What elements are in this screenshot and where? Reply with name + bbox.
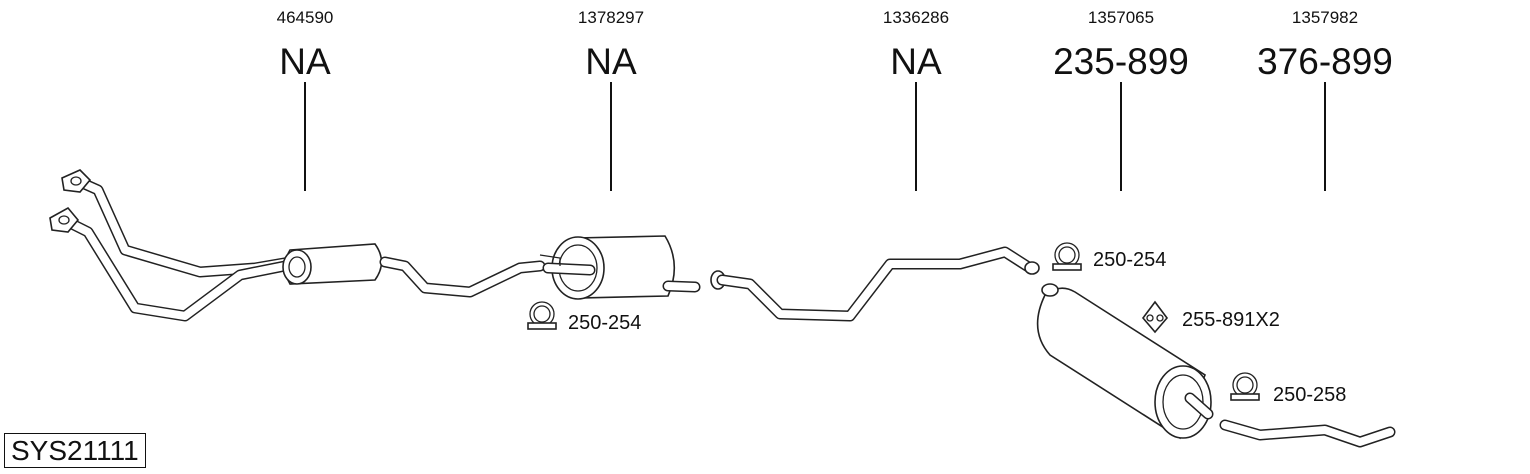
oem-number: 1357982 <box>1292 8 1358 27</box>
rear-silencer-drawing <box>1036 283 1214 440</box>
intermediate-pipe-drawing <box>710 246 1040 322</box>
part-callout-5: 1357982 376-899 <box>1257 8 1393 191</box>
part-code: NA <box>279 41 331 82</box>
part-code: NA <box>585 41 637 82</box>
part-callout-3: 1336286 NA <box>883 8 949 191</box>
accessory-label: 255-891X2 <box>1182 309 1280 331</box>
oem-number: 1378297 <box>578 8 644 27</box>
accessory-label: 250-254 <box>1093 249 1166 271</box>
front-pipe-drawing <box>49 169 546 322</box>
oem-number: 1357065 <box>1088 8 1154 27</box>
rubber-hanger-icon <box>1141 300 1169 334</box>
flange-icon <box>61 169 92 193</box>
front-silencer-drawing <box>539 235 701 300</box>
pipe-clamp-icon <box>527 301 557 330</box>
flange-icon <box>49 206 80 233</box>
part-callout-1: 464590 NA <box>277 8 334 191</box>
accessory-clamp-2: 250-254 <box>527 301 641 334</box>
oem-number: 1336286 <box>883 8 949 27</box>
part-callout-4: 1357065 235-899 <box>1053 8 1189 191</box>
accessory-label: 250-258 <box>1273 384 1346 406</box>
oem-number: 464590 <box>277 8 334 27</box>
part-code: 376-899 <box>1257 41 1393 82</box>
pipe-clamp-icon <box>1230 372 1260 401</box>
system-id-label: SYS21111 <box>4 433 146 468</box>
part-code: NA <box>890 41 942 82</box>
pipe-clamp-icon <box>1052 242 1082 271</box>
accessory-clamp-3: 250-258 <box>1230 372 1346 406</box>
tail-pipe-drawing <box>1219 419 1396 448</box>
accessory-hanger: 255-891X2 <box>1141 300 1280 334</box>
part-callout-2: 1378297 NA <box>578 8 644 191</box>
accessory-clamp-1: 250-254 <box>1052 242 1166 271</box>
part-code: 235-899 <box>1053 41 1189 82</box>
accessory-label: 250-254 <box>568 312 641 334</box>
